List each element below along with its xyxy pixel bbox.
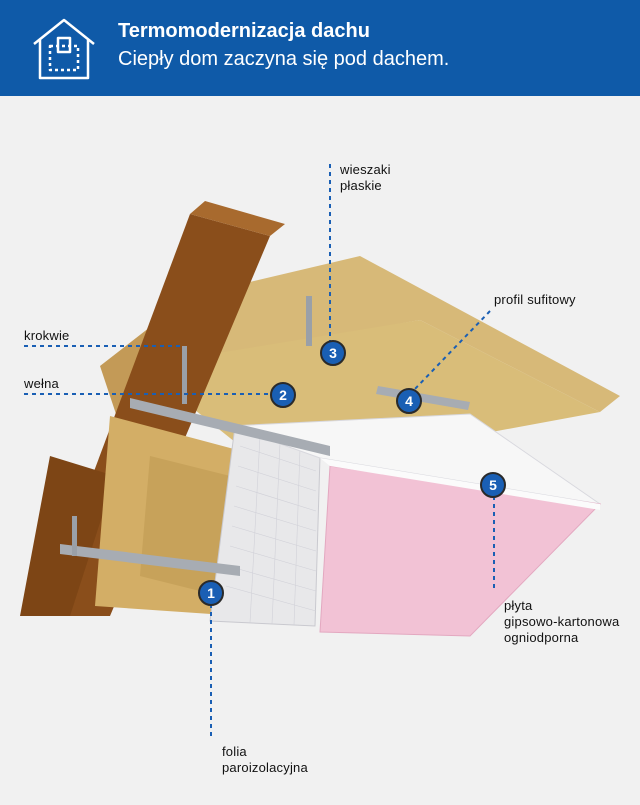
callout-badge-2: 2 (270, 382, 296, 408)
callout-badge-5: 5 (480, 472, 506, 498)
header-banner: Termomodernizacja dachu Ciepły dom zaczy… (0, 0, 640, 96)
insulation-top (190, 320, 600, 446)
page-subtitle: Ciepły dom zaczyna się pod dachem. (118, 48, 450, 70)
page-title: Termomodernizacja dachu (118, 20, 370, 42)
hanger-2 (182, 346, 187, 404)
rafter-left-2 (20, 456, 115, 616)
ceiling-profile-2 (60, 544, 240, 576)
callout-badge-4: 4 (396, 388, 422, 414)
ceiling-profile-1 (130, 398, 330, 456)
label-rafters: krokwie (24, 328, 70, 343)
callout-badge-1: 1 (198, 580, 224, 606)
hanger-1 (306, 296, 312, 346)
label-ceiling-profile: profil sufitowy (494, 292, 576, 307)
leader-profile (411, 310, 491, 393)
label-wool: wełna (24, 376, 59, 391)
callout-badge-3: 3 (320, 340, 346, 366)
roof-illustration (20, 164, 620, 736)
top-beam (190, 256, 620, 412)
house-outline-icon (33, 18, 95, 80)
